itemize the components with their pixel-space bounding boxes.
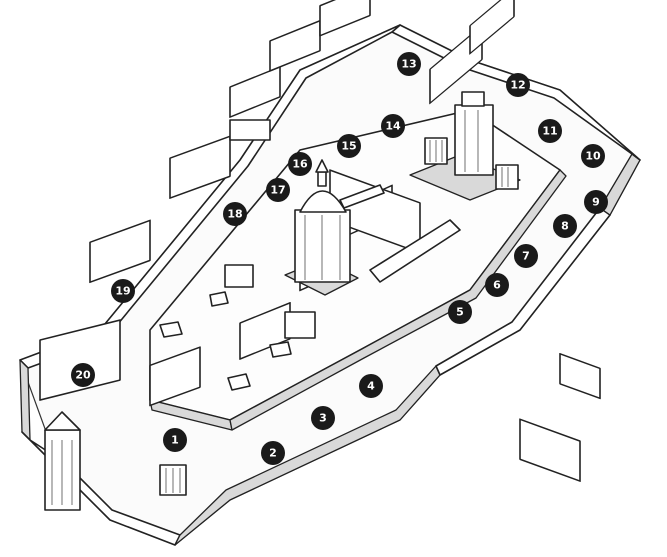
marker-4-disc <box>359 374 383 398</box>
marker-9-label: 9 <box>592 196 600 209</box>
marker-4: 4 <box>359 374 383 398</box>
marker-12: 12 <box>506 73 530 97</box>
marker-12-label: 12 <box>510 79 525 92</box>
marker-2: 2 <box>261 441 285 465</box>
chapel-niches <box>39 0 601 482</box>
marker-11: 11 <box>538 119 562 143</box>
marker-13: 13 <box>397 52 421 76</box>
marker-14-disc <box>381 114 405 138</box>
marker-9-disc <box>584 190 608 214</box>
marker-2-label: 2 <box>269 447 277 460</box>
marker-15: 15 <box>337 134 361 158</box>
marker-16-disc <box>288 152 312 176</box>
marker-17: 17 <box>266 178 290 202</box>
marker-2-disc <box>261 441 285 465</box>
marker-18-label: 18 <box>227 208 242 221</box>
marker-6-disc <box>485 273 509 297</box>
marker-5: 5 <box>448 300 472 324</box>
marker-19-label: 19 <box>115 285 130 298</box>
marker-10-label: 10 <box>585 150 601 163</box>
marker-20-disc <box>71 363 95 387</box>
marker-11-label: 11 <box>542 125 557 138</box>
marker-8: 8 <box>553 214 577 238</box>
marker-1-disc <box>163 428 187 452</box>
marker-14: 14 <box>381 114 405 138</box>
marker-1-label: 1 <box>171 434 179 447</box>
marker-20-label: 20 <box>75 369 91 382</box>
entrance-gate <box>44 411 187 511</box>
marker-14-label: 14 <box>385 120 401 133</box>
marker-18-disc <box>223 202 247 226</box>
marker-11-disc <box>538 119 562 143</box>
marker-15-label: 15 <box>341 140 356 153</box>
marker-16-label: 16 <box>292 158 308 171</box>
marker-5-label: 5 <box>456 306 464 319</box>
marker-13-label: 13 <box>401 58 416 71</box>
marker-3-disc <box>311 406 335 430</box>
marker-7: 7 <box>514 244 538 268</box>
marker-4-label: 4 <box>367 380 375 393</box>
marker-16: 16 <box>288 152 312 176</box>
marker-6: 6 <box>485 273 509 297</box>
marker-5-disc <box>448 300 472 324</box>
marker-20: 20 <box>71 363 95 387</box>
marker-19-disc <box>111 279 135 303</box>
marker-9: 9 <box>584 190 608 214</box>
marker-12-disc <box>506 73 530 97</box>
marker-6-label: 6 <box>493 279 501 292</box>
marker-15-disc <box>337 134 361 158</box>
domed-pavilion <box>284 159 359 296</box>
marker-10: 10 <box>581 144 605 168</box>
marker-7-disc <box>514 244 538 268</box>
marker-1: 1 <box>163 428 187 452</box>
marker-17-label: 17 <box>270 184 285 197</box>
marker-13-disc <box>397 52 421 76</box>
marker-8-label: 8 <box>561 220 569 233</box>
marker-17-disc <box>266 178 290 202</box>
tower-pavilion <box>409 91 521 201</box>
marker-8-disc <box>553 214 577 238</box>
marker-10-disc <box>581 144 605 168</box>
marker-3: 3 <box>311 406 335 430</box>
marker-7-label: 7 <box>522 250 530 263</box>
marker-19: 19 <box>111 279 135 303</box>
courtyard-fragments <box>159 119 461 391</box>
marker-18: 18 <box>223 202 247 226</box>
marker-3-label: 3 <box>319 412 327 425</box>
